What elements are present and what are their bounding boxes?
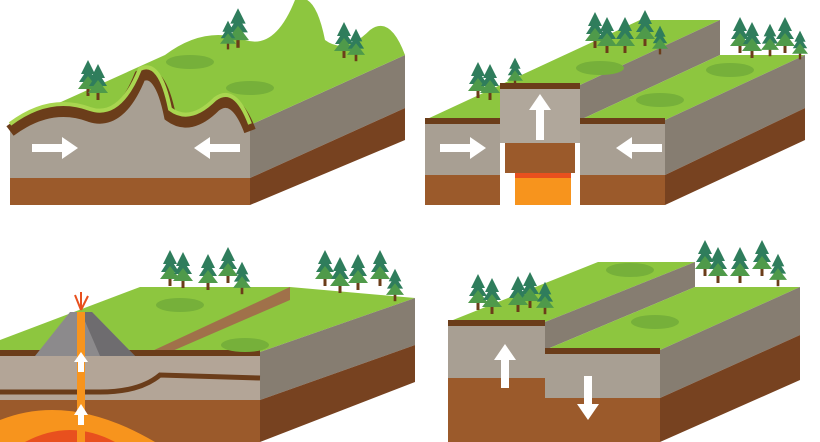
tree-icon xyxy=(233,261,251,295)
hill xyxy=(631,315,679,329)
tree-icon xyxy=(507,57,523,87)
arrow-left-icon xyxy=(194,137,240,159)
subduction-block xyxy=(0,287,415,442)
tree-icon xyxy=(218,247,238,283)
arrow-down-icon xyxy=(577,376,599,420)
tree-icon xyxy=(468,274,488,310)
tree-icon xyxy=(769,253,787,287)
magma xyxy=(515,173,571,205)
right-side-soil xyxy=(660,335,800,442)
left-front-soil xyxy=(448,378,545,442)
hill xyxy=(221,338,269,352)
plate-boundary-step xyxy=(150,287,290,352)
tree-icon xyxy=(88,64,108,100)
arrow-up-icon xyxy=(74,404,88,425)
tree-icon xyxy=(635,10,655,46)
tree-icon xyxy=(775,17,795,53)
middle-crust-band xyxy=(500,83,580,89)
side-rock xyxy=(250,55,405,178)
hill xyxy=(166,55,214,69)
middle-front-soil xyxy=(505,143,575,173)
tree-icon xyxy=(330,257,350,293)
hill xyxy=(226,81,274,95)
folded-crust-band xyxy=(6,68,256,136)
hills xyxy=(156,55,754,352)
right-front-rock xyxy=(545,350,660,398)
right-crust-band xyxy=(545,348,660,354)
hill xyxy=(606,263,654,277)
right-side-soil xyxy=(665,108,805,205)
magma-conduit xyxy=(77,312,85,442)
tree-icon xyxy=(468,62,488,98)
tree-icon xyxy=(792,30,808,60)
arrow-up-icon xyxy=(529,94,551,140)
tree-icon xyxy=(198,254,218,290)
hill xyxy=(156,298,204,312)
tree-icon xyxy=(730,247,750,283)
left-crust-band xyxy=(448,320,545,326)
volcano-shade xyxy=(81,312,135,356)
tree-icon xyxy=(160,250,180,286)
hill xyxy=(706,63,754,77)
left-crust-band xyxy=(425,118,500,124)
left-front-rock xyxy=(448,322,545,378)
tree-icon xyxy=(597,17,617,53)
right-front-soil xyxy=(545,398,660,442)
right-side-rock xyxy=(660,287,800,398)
middle-side-rock xyxy=(580,20,720,120)
left-front-soil xyxy=(425,175,500,205)
arrow-right-icon xyxy=(440,137,486,159)
tree-icon xyxy=(480,64,500,100)
fault-face xyxy=(545,262,695,350)
tree-icon xyxy=(173,252,193,288)
grass-edge xyxy=(8,65,252,126)
eruption-icon xyxy=(74,292,89,311)
tree-icon xyxy=(482,278,502,314)
left-top-grass xyxy=(448,262,695,322)
right-crust-band xyxy=(580,118,665,124)
tree-icon xyxy=(761,23,779,57)
right-side-rock xyxy=(665,55,805,175)
tree-icon xyxy=(652,25,668,55)
hill xyxy=(576,61,624,75)
magma-core xyxy=(25,430,115,442)
fault-block xyxy=(448,262,800,442)
tree-icon xyxy=(347,28,365,62)
right-front-soil xyxy=(580,175,665,205)
arrow-up-icon xyxy=(494,344,516,388)
subducting-plate xyxy=(0,372,261,395)
tree-icon xyxy=(708,247,728,283)
uplift-block xyxy=(425,20,805,205)
tree-icon xyxy=(742,22,762,58)
hill xyxy=(636,93,684,107)
tree-icon xyxy=(615,17,635,53)
front-soil xyxy=(10,178,250,205)
tree-icon xyxy=(315,250,335,286)
tree-icon xyxy=(386,268,404,302)
tree-icon xyxy=(220,20,236,50)
side-soil xyxy=(260,345,415,442)
tree-icon xyxy=(536,281,554,315)
tree-icon xyxy=(370,250,390,286)
tree-icon xyxy=(520,272,540,308)
arrow-right-icon xyxy=(32,137,78,159)
arrow-up-icon xyxy=(74,352,88,372)
side-rock xyxy=(260,298,415,400)
side-soil xyxy=(250,108,405,205)
tree-icon xyxy=(695,240,715,276)
tree-icon xyxy=(348,254,368,290)
tree-icon xyxy=(508,276,528,312)
tree-icon xyxy=(752,240,772,276)
arrow-left-icon xyxy=(616,137,662,159)
trees xyxy=(78,8,808,315)
magma-edge xyxy=(515,173,571,178)
